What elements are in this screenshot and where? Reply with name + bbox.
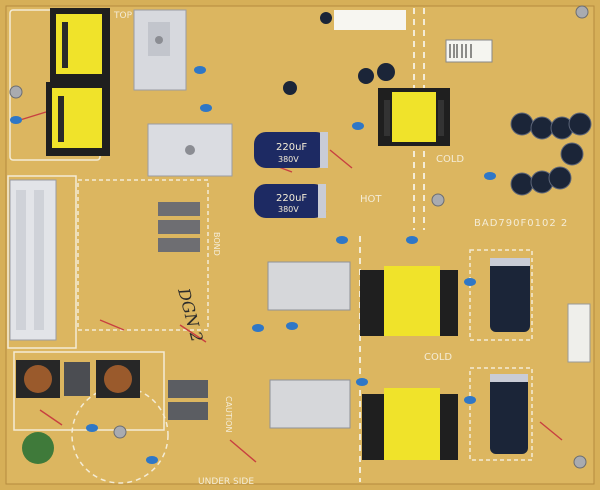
- barcode-label: [445, 39, 493, 63]
- capacitor-voltage-upper: 380V: [278, 155, 299, 164]
- transformer-top-left-1: [50, 8, 110, 82]
- capacitor-voltage-lower: 380V: [278, 205, 299, 214]
- bridge-components: [158, 202, 200, 252]
- common-mode-choke-left: [16, 360, 60, 398]
- cold-zone-label-top: COLD: [436, 154, 464, 165]
- board-part-number: BAD790F0102 2: [474, 218, 568, 229]
- transformer-lower-right: [362, 388, 458, 460]
- electrolytic-capacitor-right-upper: [490, 258, 530, 332]
- transformer-top-left-2: [46, 82, 110, 156]
- caution-label: CAUTION: [224, 396, 233, 432]
- x-capacitors-bottom: [168, 380, 208, 420]
- heatsink-top: [133, 9, 187, 91]
- capacitor-value-lower: 220uF: [276, 193, 307, 204]
- output-connector: [567, 303, 591, 363]
- transformer-top-right: [378, 88, 450, 146]
- barcode-lines: [449, 44, 472, 58]
- metal-shield-lower: [269, 379, 351, 429]
- common-mode-choke-right: [96, 360, 140, 398]
- silkscreen-top: TOP: [113, 11, 133, 21]
- electrolytic-capacitor-right-lower: [490, 374, 528, 454]
- ceramic-capacitors: [10, 66, 496, 464]
- mounting-holes: [9, 5, 589, 469]
- blank-label: [334, 10, 406, 30]
- filter-cap-left: [64, 362, 90, 396]
- metal-shield-middle: [267, 261, 351, 311]
- heatsink-left: [9, 179, 57, 341]
- silkscreen-under-side: UNDER SIDE: [198, 477, 254, 487]
- bond-label: BOND: [212, 232, 221, 256]
- bulk-capacitor-lower: 220uF 380V: [254, 184, 326, 218]
- bulk-capacitor-upper: 220uF 380V: [254, 132, 328, 168]
- hot-zone-label: HOT: [360, 194, 382, 205]
- varistor: [22, 432, 54, 464]
- transformer-middle-right: [360, 266, 458, 336]
- capacitor-value-upper: 220uF: [276, 142, 307, 153]
- cold-zone-label-bottom: COLD: [424, 352, 452, 363]
- output-capacitor-cluster: [510, 112, 592, 196]
- small-capacitors-top: [283, 12, 395, 95]
- heatsink-center: [147, 123, 233, 177]
